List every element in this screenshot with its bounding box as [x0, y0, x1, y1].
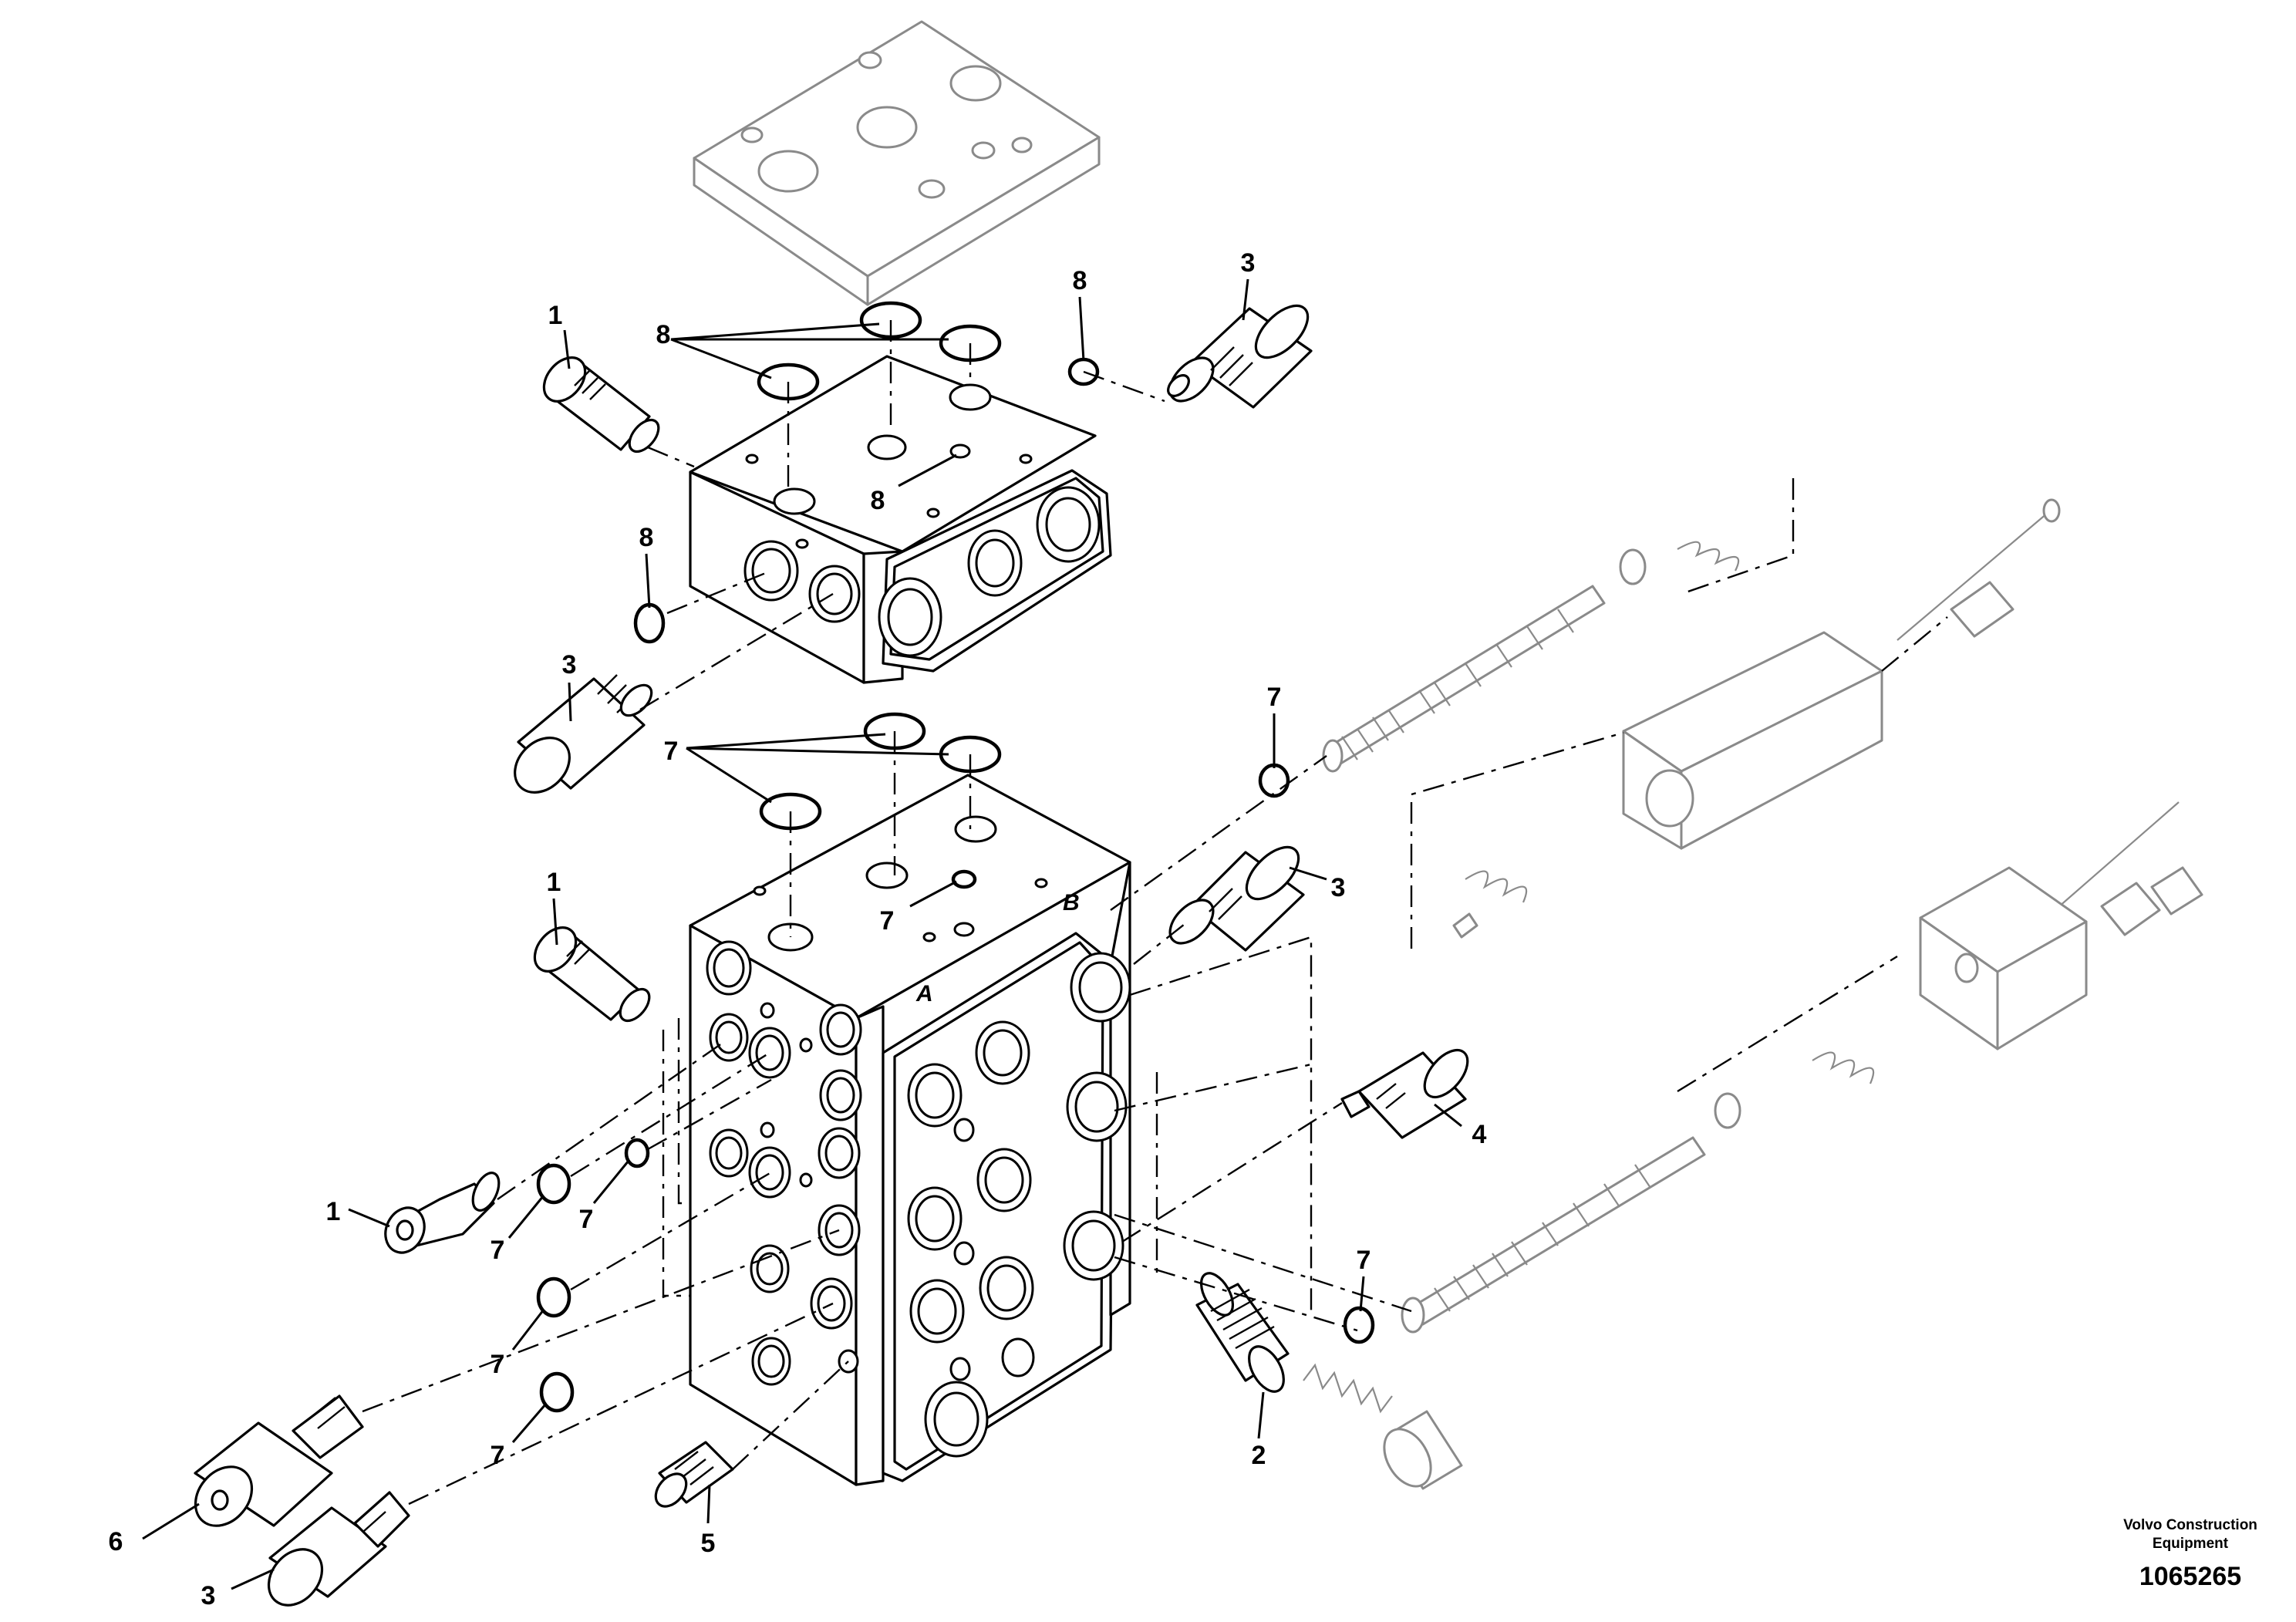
callout-labels: 1 8 8 3 8 8 3 7 7 1 3 7 4 1 7 7 7 7 7 2 …: [109, 248, 1487, 1610]
plug-1-upper: [542, 356, 660, 454]
cover-plate: [693, 20, 1101, 306]
callout-1: 1: [548, 301, 563, 330]
callout-3: 3: [201, 1581, 216, 1610]
callout-7: 7: [491, 1350, 505, 1379]
alignment-lines: [362, 320, 1948, 1506]
spring-and-plug: [1303, 1363, 1463, 1490]
callout-8: 8: [639, 523, 654, 552]
lower-spool-assembly: [1401, 801, 2203, 1334]
callout-8: 8: [1073, 266, 1087, 295]
callout-8: 8: [871, 486, 885, 515]
callout-1: 1: [326, 1197, 341, 1226]
callout-7: 7: [880, 906, 895, 936]
relief-cartridge-3-right: [1168, 845, 1305, 952]
callout-7: 7: [491, 1236, 505, 1265]
leader-lines: [142, 278, 1462, 1590]
callout-3: 3: [1331, 873, 1346, 902]
callout-7: 7: [664, 737, 679, 766]
solenoid-valve-6: [194, 1394, 364, 1527]
check-cartridge-4: [1340, 1048, 1469, 1139]
port-b-letter: B: [1063, 890, 1080, 916]
callout-5: 5: [701, 1529, 716, 1558]
callout-3: 3: [1241, 248, 1256, 278]
callout-6: 6: [109, 1527, 123, 1556]
upper-spool-assembly: [1322, 498, 2061, 939]
lower-pilot-housing: [1919, 866, 2088, 1050]
plug-1-middle: [533, 926, 651, 1023]
orifice-plug-5: [654, 1441, 734, 1508]
callout-8: 8: [656, 320, 671, 349]
drawing-stamp: Volvo Construction Equipment 1065265: [2123, 1517, 2257, 1591]
callout-2: 2: [1252, 1441, 1266, 1470]
lower-valve-block: [689, 774, 1131, 1486]
relief-cartridge-3-upper: [1167, 304, 1313, 409]
port-a-letter: A: [915, 981, 933, 1007]
callout-4: 4: [1472, 1120, 1487, 1149]
relief-cartridge-3-middle: [514, 674, 653, 794]
company-name-line1: Volvo Construction: [2123, 1517, 2257, 1533]
upper-valve-block: [689, 355, 1112, 684]
drawing-number: 1065265: [2139, 1562, 2241, 1591]
callout-3: 3: [562, 650, 577, 679]
upper-pilot-housing: [1622, 631, 1883, 850]
sleeve-2: [1195, 1272, 1290, 1393]
company-name-line2: Equipment: [2153, 1536, 2229, 1552]
callout-7: 7: [1357, 1246, 1371, 1275]
relief-cartridge-3-lower: [267, 1491, 410, 1607]
callout-7: 7: [579, 1205, 594, 1234]
callout-7: 7: [491, 1441, 505, 1470]
callout-1: 1: [547, 868, 561, 897]
plug-1-lower: [384, 1172, 501, 1254]
callout-7: 7: [1267, 683, 1282, 712]
